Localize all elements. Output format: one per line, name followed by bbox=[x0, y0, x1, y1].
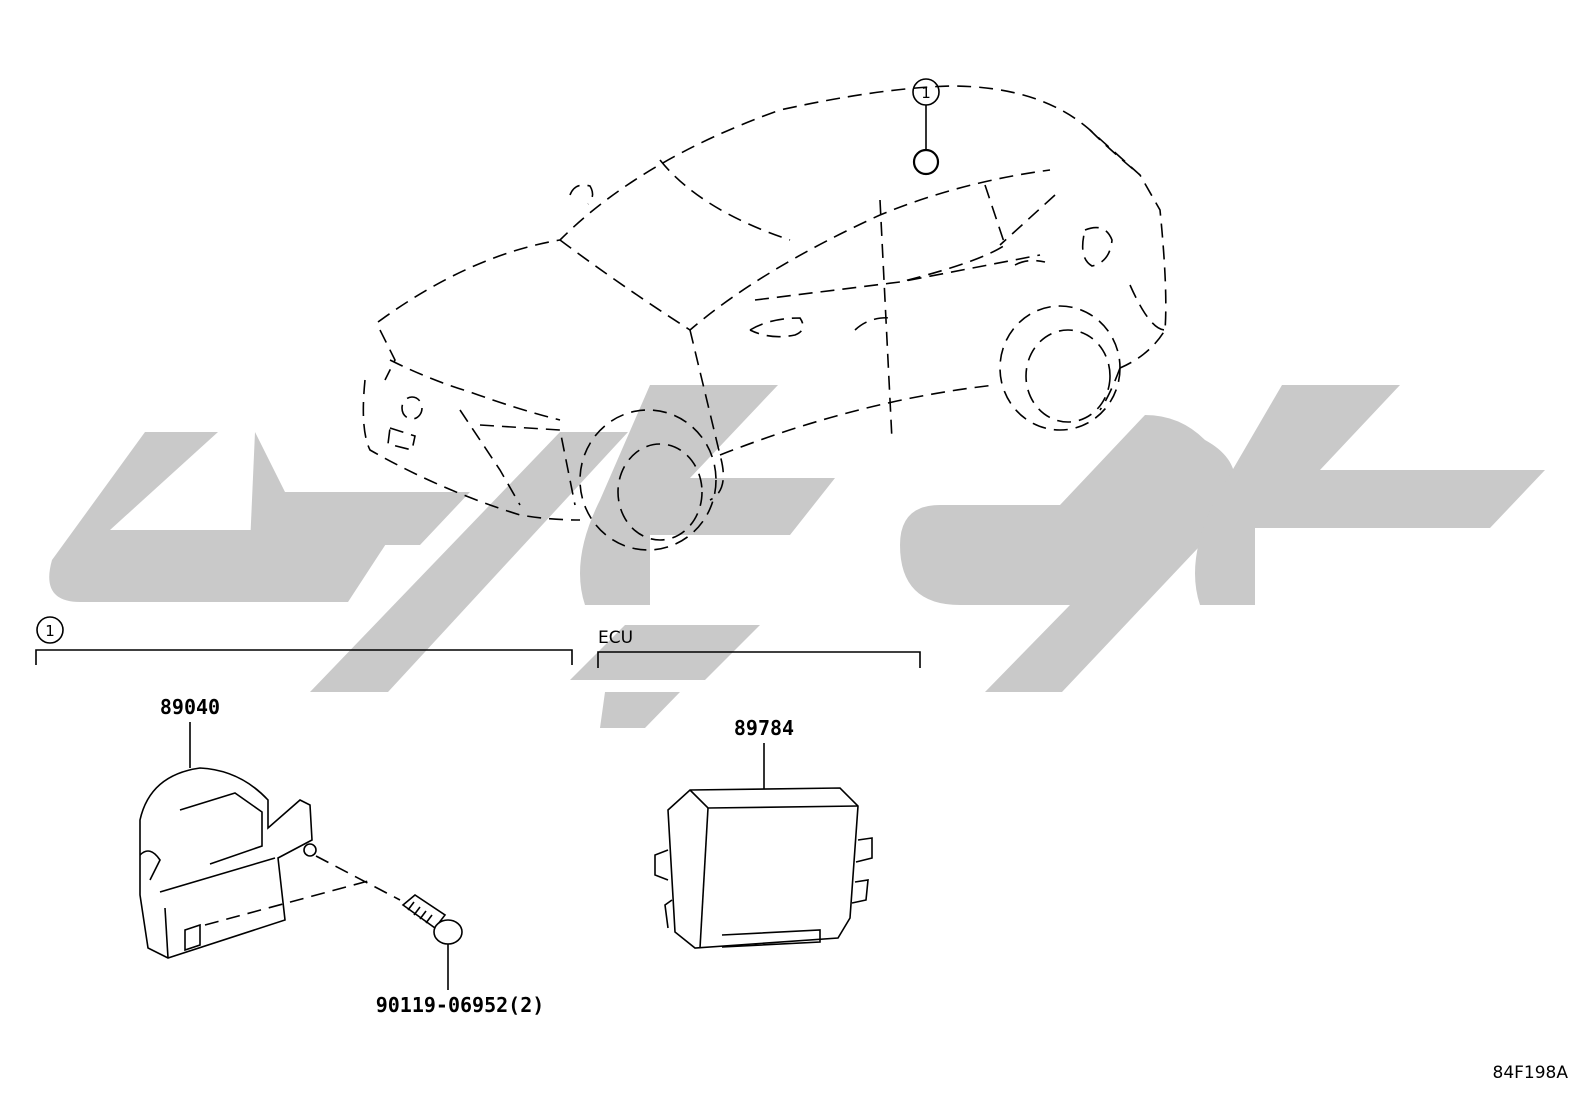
vehicle-callout: 1 bbox=[912, 78, 940, 176]
group-bracket-right: ECU bbox=[597, 628, 921, 668]
vehicle-callout-number: 1 bbox=[921, 84, 931, 102]
watermark-glyph-5 bbox=[900, 415, 1236, 692]
watermark-glyph-6 bbox=[1195, 385, 1545, 605]
diagram-code: 84F198A bbox=[1493, 1063, 1569, 1083]
group-bracket-left: 1 bbox=[35, 616, 573, 665]
sensor-part-number: 89040 bbox=[160, 695, 220, 719]
watermark-glyph-2 bbox=[250, 432, 628, 692]
group-bracket-right-label: ECU bbox=[598, 628, 633, 648]
watermark-glyph-4 bbox=[570, 625, 760, 728]
sensor-part: 89040 bbox=[139, 695, 401, 959]
group-bracket-left-label: 1 bbox=[45, 622, 55, 640]
watermark-glyph-1 bbox=[49, 432, 395, 602]
bolt-part: 90119-06952(2) bbox=[376, 894, 545, 1017]
bolt-part-number: 90119-06952(2) bbox=[376, 993, 545, 1017]
vehicle-outline bbox=[362, 85, 1167, 551]
watermark-logo bbox=[49, 385, 1545, 728]
ecu-part-number: 89784 bbox=[734, 716, 794, 740]
ecu-part: 89784 bbox=[654, 716, 873, 949]
